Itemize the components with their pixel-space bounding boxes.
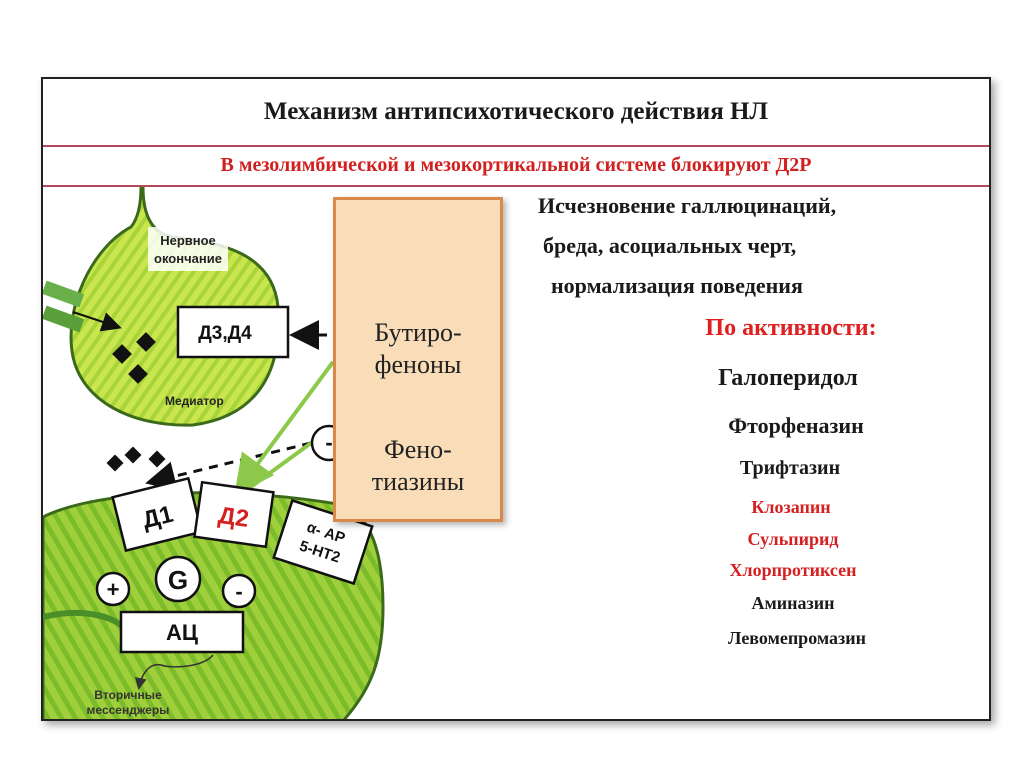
g-protein-label: G — [168, 565, 188, 595]
slide-title: Механизм антипсихотического действия НЛ — [43, 79, 989, 147]
effect-line-3: нормализация поведения — [551, 273, 803, 299]
d2-label: Д2 — [217, 502, 251, 533]
drug-item: Левомепромазин — [728, 628, 866, 649]
drug-box-line1: Бутиро- — [336, 318, 500, 348]
drug-box-line2: феноны — [336, 350, 500, 380]
drug-box-line3: Фено- — [336, 435, 500, 465]
drug-item: Клозапин — [751, 497, 830, 518]
presynaptic-label-box: Нервное окончание — [148, 227, 228, 271]
mediator-label: Медиатор — [165, 394, 224, 408]
plus-sign: + — [97, 573, 129, 605]
minus-g-label: - — [235, 579, 242, 604]
minus-sign-g: - — [223, 575, 255, 607]
autoreceptor-label: Д3,Д4 — [198, 323, 252, 344]
drug-item: Хлорпротиксен — [730, 560, 857, 581]
presynaptic-label-line1: Нервное — [160, 233, 216, 248]
ac-label: АЦ — [166, 620, 198, 645]
secondary-label-line2: мессенджеры — [87, 703, 170, 717]
synapse-diagram: Нервное окончание Медиатор Д3,Д4 — [43, 187, 513, 721]
drug-item: Фторфеназин — [728, 413, 864, 439]
drug-class-box: Бутиро- феноны Фено- тиазины — [333, 197, 503, 522]
autoreceptor-box: Д3,Д4 — [178, 307, 288, 357]
drug-item: Аминазин — [752, 593, 835, 614]
presynaptic-label-line2: окончание — [154, 251, 222, 266]
drug-box-line4: тиазины — [336, 467, 500, 497]
plus-label: + — [107, 577, 120, 602]
effect-line-2: бреда, асоциальных черт, — [543, 233, 796, 259]
drug-item: Трифтазин — [740, 457, 840, 480]
activity-heading: По активности: — [705, 315, 876, 342]
drug-item: Сульпирид — [748, 529, 839, 550]
effect-line-1: Исчезновение галлюцинаций, — [538, 193, 836, 219]
d2-receptor: Д2 — [194, 482, 273, 546]
inhibition-minus: - — [325, 430, 332, 455]
adenylate-cyclase: АЦ — [121, 612, 243, 652]
slide-subtitle: В мезолимбической и мезокортикальной сис… — [43, 145, 989, 187]
released-mediator — [107, 447, 166, 472]
drug-item: Галоперидол — [718, 365, 858, 392]
secondary-label-line1: Вторичные — [94, 688, 162, 702]
slide-frame: Механизм антипсихотического действия НЛ … — [41, 77, 991, 721]
right-column: Исчезновение галлюцинаций, бреда, асоциа… — [513, 187, 991, 721]
g-protein: G — [156, 557, 200, 601]
